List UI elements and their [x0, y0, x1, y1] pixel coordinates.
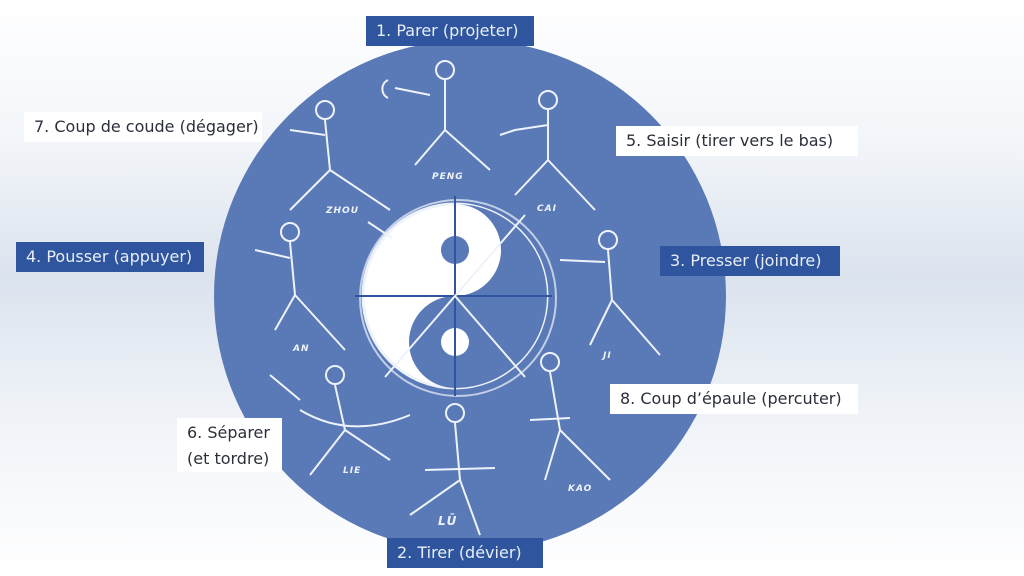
label-coup-de-coude: 7. Coup de coude (dégager)	[24, 112, 262, 142]
martial-figures	[254, 60, 661, 536]
label-pousser: 4. Pousser (appuyer)	[16, 242, 204, 272]
figure-an	[254, 222, 346, 351]
label-presser: 3. Presser (joindre)	[660, 246, 840, 276]
label-tirer: 2. Tirer (dévier)	[387, 538, 543, 568]
figure-cai	[499, 90, 596, 211]
label-coup-d-epaule: 8. Coup d’épaule (percuter)	[610, 384, 858, 414]
label-separer-line1: 6. Séparer	[187, 423, 270, 442]
label-parer: 1. Parer (projeter)	[366, 16, 534, 46]
figure-label-lu: LŪ	[438, 514, 458, 528]
figure-zhou	[289, 100, 391, 211]
figure-label-an: AN	[293, 344, 310, 354]
label-saisir: 5. Saisir (tirer vers le bas)	[616, 126, 858, 156]
figure-label-lie: LIE	[343, 466, 362, 476]
figure-label-kao: KAO	[568, 484, 593, 494]
figure-lu	[409, 403, 496, 536]
figure-kao	[529, 352, 611, 481]
figure-label-ji: JI	[603, 351, 612, 361]
figure-label-peng: PENG	[432, 172, 464, 182]
yin-yang-icon	[355, 196, 557, 397]
figure-lie	[269, 365, 411, 476]
figure-ji	[559, 230, 661, 356]
figure-label-cai: CAI	[537, 204, 557, 214]
figure-peng	[381, 60, 491, 171]
figure-label-zhou: ZHOU	[326, 206, 360, 216]
label-separer: 6. Séparer (et tordre)	[177, 418, 282, 472]
label-separer-line2: (et tordre)	[187, 449, 270, 468]
